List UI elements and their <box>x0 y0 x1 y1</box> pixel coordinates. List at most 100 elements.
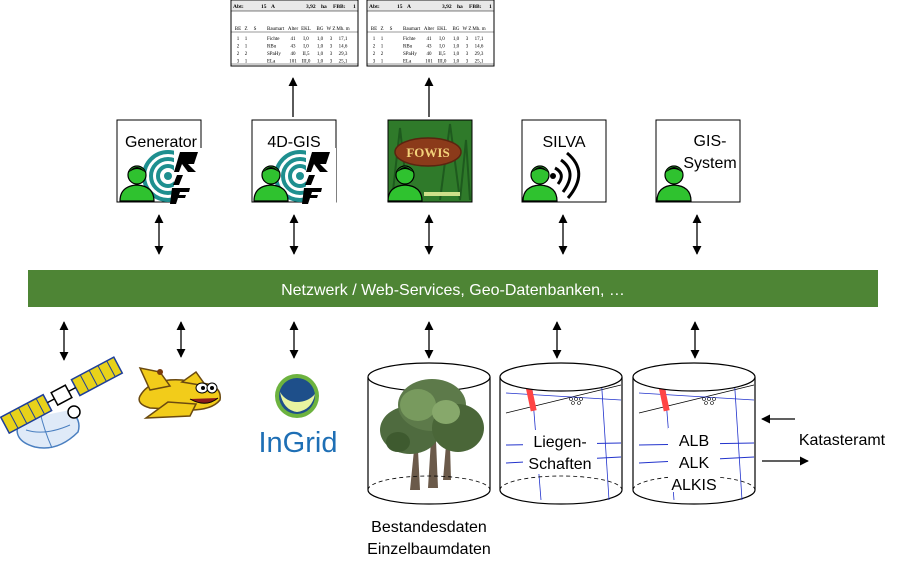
table-cell: 1 <box>381 37 384 42</box>
table-header-abt: Abt: <box>369 4 380 10</box>
table-cell: 29,3 <box>339 52 348 57</box>
table-cell: 101 <box>289 60 297 65</box>
table-cell: 40 <box>427 52 433 57</box>
table-cell: 2 <box>381 52 384 57</box>
cadastre-label-alb: ALB <box>679 433 709 450</box>
table-header-area: 3,92 <box>306 4 316 10</box>
table-column-header: Baumart <box>403 27 421 32</box>
table-cell: 29,3 <box>475 52 484 57</box>
table-column-header: Alter <box>424 27 435 32</box>
table-column-header: Baumart <box>267 27 285 32</box>
table-column-header: S <box>390 27 393 32</box>
table-header-abt: Abt: <box>233 4 244 10</box>
table-cell: 1,0 <box>317 52 324 57</box>
system-box-silva: SILVA <box>521 119 607 203</box>
table-cell: 41 <box>291 37 297 42</box>
table-cell: II,5 <box>438 52 446 57</box>
table-header-unit: ha <box>457 4 463 10</box>
table-cell: 1 <box>381 45 384 50</box>
table-header-abt-val: 15 <box>397 4 403 10</box>
katasteramt-label: Katasteramt <box>799 432 886 449</box>
property-label-line1: Liegen- <box>533 434 586 451</box>
table-cell: I,0 <box>439 37 445 42</box>
table-cell: 3 <box>330 37 333 42</box>
fowis-label: FOWIS <box>406 145 449 160</box>
cylinder-stand-data <box>367 362 491 505</box>
table-cell: 3 <box>466 60 469 65</box>
table-header-fbb-val: 1 <box>489 4 492 10</box>
table-cell: 1 <box>245 60 248 65</box>
table-cell: 2 <box>237 52 240 57</box>
table-cell: 1,0 <box>317 45 324 50</box>
silva-label: SILVA <box>543 134 586 151</box>
table-column-header: W Z <box>327 27 336 32</box>
system-box-generator: Generator <box>116 119 206 206</box>
system-box-gis-system: GIS- System <box>655 119 741 203</box>
gis-system-label-line1: GIS- <box>694 133 727 150</box>
fowis-badge <box>394 137 462 167</box>
table-cell: 25,1 <box>475 60 484 65</box>
table-cell: 1,0 <box>453 45 460 50</box>
table-cell: 1,0 <box>453 60 460 65</box>
stand-data-label-line1: Bestandesdaten <box>371 519 487 536</box>
table-cell: RBu <box>267 45 277 50</box>
table-cell: 1,0 <box>453 37 460 42</box>
table-cell: 41 <box>427 37 433 42</box>
table-cell: 3 <box>373 60 376 65</box>
4dgis-label: 4D-GIS <box>267 134 320 151</box>
table-column-header: Mh. m <box>336 27 349 32</box>
cadastre-label-alkis: ALKIS <box>671 477 716 494</box>
gis-system-label-line2: System <box>683 155 736 172</box>
table-cell: 3 <box>237 60 240 65</box>
table-cell: I,0 <box>303 45 309 50</box>
table-cell: 43 <box>291 45 297 50</box>
table-cell: 17,1 <box>475 37 484 42</box>
table-cell: I,0 <box>303 37 309 42</box>
table-cell: I,0 <box>439 45 445 50</box>
table-column-header: BG <box>317 27 324 32</box>
network-bar-label: Netzwerk / Web-Services, Geo-Datenbanken… <box>281 282 625 299</box>
table-cell: SPaHy <box>267 52 281 57</box>
table-column-header: EKL <box>437 27 447 32</box>
table-column-header: Alter <box>288 27 299 32</box>
table-cell: 1,0 <box>453 52 460 57</box>
table-cell: 1 <box>245 45 248 50</box>
table-cell: 1 <box>373 37 376 42</box>
generator-label: Generator <box>125 134 198 151</box>
table-cell: 1,0 <box>317 37 324 42</box>
table-cell: 2 <box>373 45 376 50</box>
system-box-fowis: FOWIS <box>387 119 473 203</box>
table-header-fbb-val: 1 <box>353 4 356 10</box>
table-cell: III,0 <box>438 60 447 65</box>
ingrid-logo-text: InGrid <box>259 427 338 459</box>
table-cell: 25,1 <box>339 60 348 65</box>
table-column-header: W Z <box>463 27 472 32</box>
table-header-abt-letter: A <box>271 4 275 10</box>
satellite-icon <box>0 356 124 449</box>
table-cell: 3 <box>466 52 469 57</box>
table-column-header: S <box>254 27 257 32</box>
cylinder-property: Liegen- Schaften <box>499 362 623 505</box>
cadastre-label-alk: ALK <box>679 455 710 472</box>
table-cell: 3 <box>330 52 333 57</box>
stand-data-label-line2: Einzelbaumdaten <box>367 541 491 558</box>
table-column-header: Z <box>380 27 383 32</box>
table-cell: 43 <box>427 45 433 50</box>
table-cell: Fichte <box>267 37 280 42</box>
tree-icon <box>380 379 484 490</box>
airplane-icon <box>138 366 221 419</box>
table-cell: 3 <box>330 45 333 50</box>
system-box-4dgis: 4D-GIS <box>251 119 338 206</box>
table-column-header: BE <box>371 27 377 32</box>
table-cell: 1 <box>245 37 248 42</box>
table-header-area: 3,92 <box>442 4 452 10</box>
table-cell: 14,6 <box>339 45 348 50</box>
table-header-fbb: FBB: <box>333 4 346 10</box>
table-cell: 1 <box>237 37 240 42</box>
table-cell: 2 <box>373 52 376 57</box>
table-cell: 17,1 <box>339 37 348 42</box>
table-column-header: Z <box>244 27 247 32</box>
table-cell: 14,6 <box>475 45 484 50</box>
